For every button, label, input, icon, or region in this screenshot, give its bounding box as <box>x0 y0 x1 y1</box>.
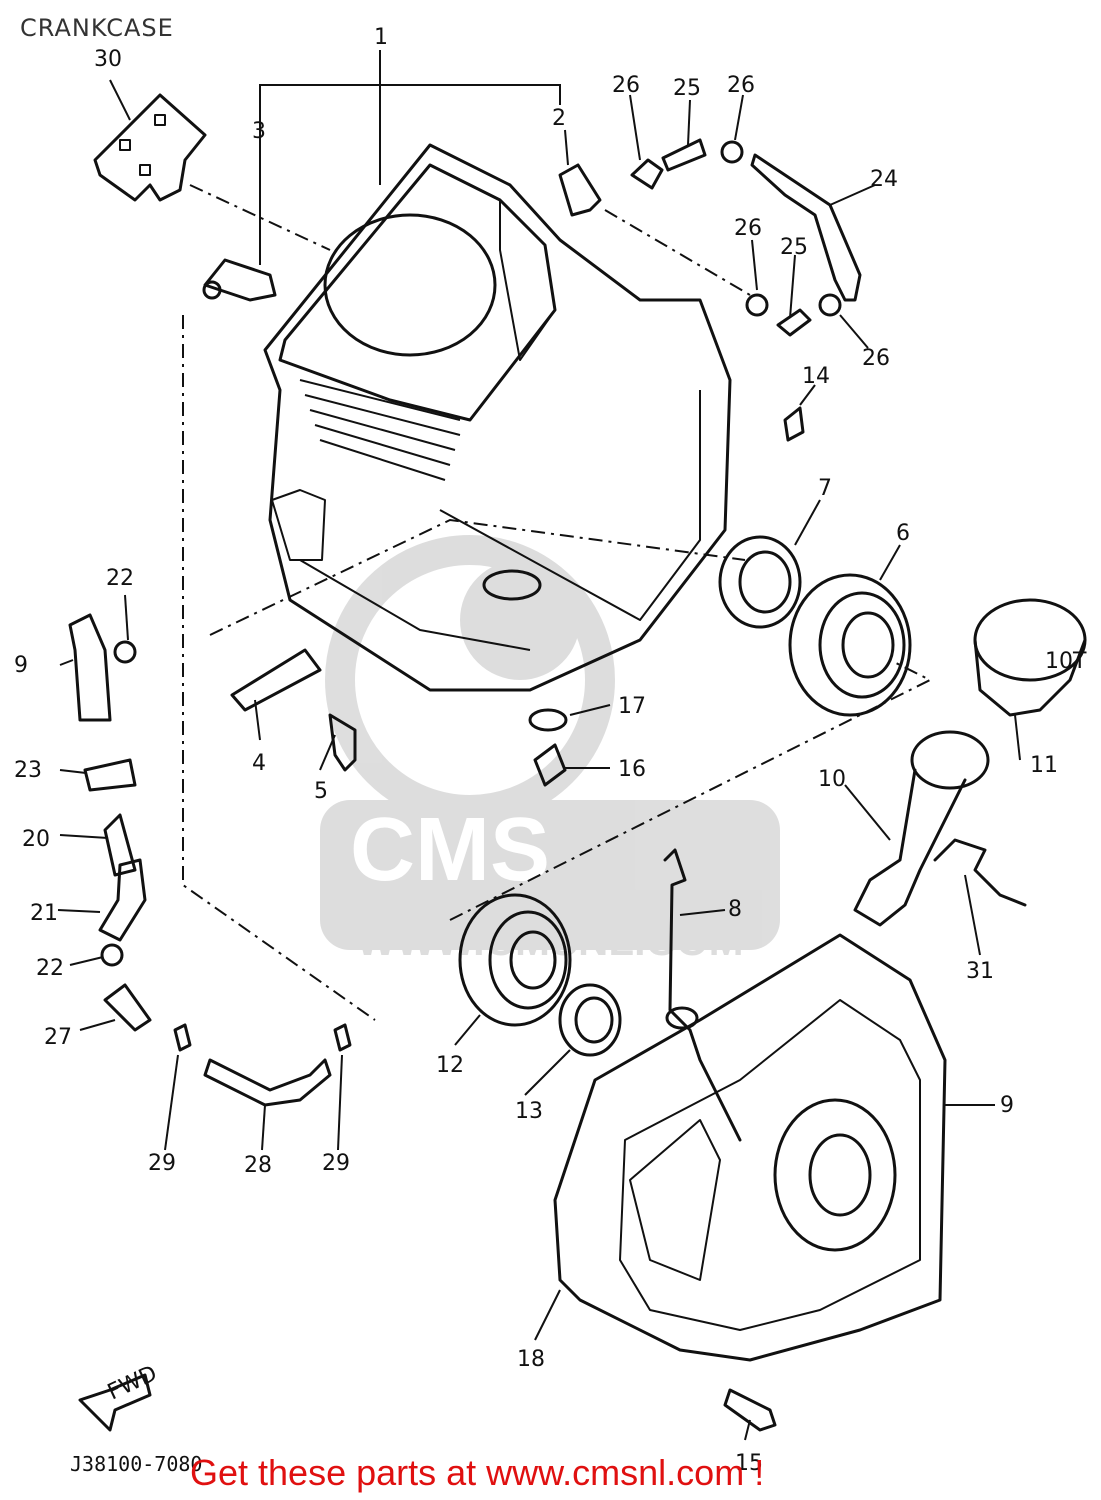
callout-label: 16 <box>618 757 646 782</box>
callout-label: 30 <box>94 47 122 72</box>
callout-label: 7 <box>818 476 832 501</box>
callout-label: 24 <box>870 167 898 192</box>
filler-tube-part <box>853 730 990 927</box>
callout-label: 13 <box>515 1099 543 1124</box>
filter-cap-marking: 10T <box>1045 649 1087 674</box>
page-title: CRANKCASE <box>20 14 174 42</box>
dipstick-part <box>663 848 742 1142</box>
filter-cap-part: 10T <box>973 598 1087 717</box>
callout-label: 25 <box>780 235 808 260</box>
callout-label: 23 <box>14 758 42 783</box>
callout-label: 29 <box>148 1151 176 1176</box>
callout-label: 9 <box>1000 1093 1014 1118</box>
clip-part <box>933 838 1027 907</box>
forward-arrow-marker: FWD <box>78 1361 161 1432</box>
callout-label: 26 <box>862 346 890 371</box>
fwd-arrow-label: FWD <box>104 1361 161 1405</box>
drawing-code: J38100-7080 <box>70 1452 203 1476</box>
callout-label: 15 <box>735 1451 763 1476</box>
callout-label: 6 <box>896 521 910 546</box>
callout-label: 27 <box>44 1025 72 1050</box>
callout-label: 3 <box>252 119 266 144</box>
callout-label: 22 <box>106 566 134 591</box>
callout-label: 18 <box>517 1347 545 1372</box>
callout-label: 22 <box>36 956 64 981</box>
callout-label: 5 <box>314 779 328 804</box>
callout-label: 9 <box>14 653 28 678</box>
callout-label: 20 <box>22 827 50 852</box>
fittings-parts <box>202 138 862 442</box>
callout-labels: 1 2 3 4 5 6 7 8 9 9 10 11 12 13 14 15 16… <box>14 25 1058 1476</box>
bearing-part <box>788 573 912 717</box>
promo-link[interactable]: Get these parts at www.cmsnl.com ! <box>190 1452 765 1493</box>
callout-label: 12 <box>436 1053 464 1078</box>
callout-label: 17 <box>618 694 646 719</box>
callout-label: 2 <box>552 106 566 131</box>
callout-label: 31 <box>966 959 994 984</box>
callout-label: 25 <box>673 76 701 101</box>
callout-label: 26 <box>612 73 640 98</box>
callout-label: 28 <box>244 1153 272 1178</box>
crankcase-cover-part <box>553 933 947 1362</box>
callout-label: 11 <box>1030 753 1058 778</box>
cover-plate-part <box>93 93 207 202</box>
callout-label: 10 <box>818 767 846 792</box>
oil-seal-2-part <box>558 983 622 1057</box>
bolts-nuts-parts <box>173 648 777 1432</box>
cms-watermark: CMS WWW.CMSNL.COM <box>320 535 780 964</box>
callout-label: 1 <box>374 25 388 50</box>
callout-label: 4 <box>252 751 266 776</box>
callout-label: 21 <box>30 901 58 926</box>
callout-label: 29 <box>322 1151 350 1176</box>
callout-label: 8 <box>728 897 742 922</box>
callout-label: 14 <box>802 364 830 389</box>
callout-label: 26 <box>734 216 762 241</box>
oil-seal-part <box>718 535 802 629</box>
callout-label: 26 <box>727 73 755 98</box>
leader-lines <box>57 50 1021 1441</box>
bearing-2-part <box>458 893 572 1027</box>
watermark-logo-text: CMS <box>350 800 550 900</box>
cylinder-crankcase-part <box>263 143 732 692</box>
left-hoses-parts <box>68 613 332 1107</box>
